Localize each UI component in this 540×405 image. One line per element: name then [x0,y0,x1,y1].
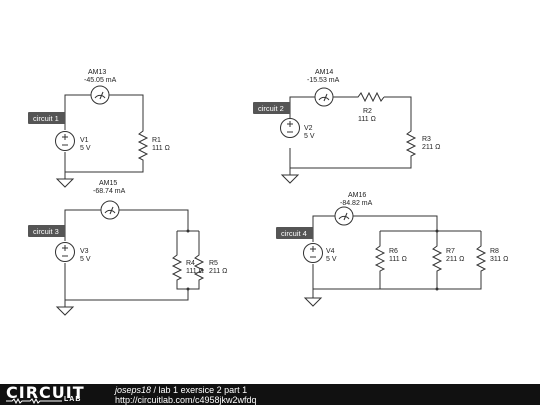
circuit-url[interactable]: http://circuitlab.com/c4958jkw2wfdq [115,395,257,405]
circuit-4: circuit 4 AM16 -84.82 mA V4 5 V R6 111 Ω… [276,192,508,307]
resistor-name: R1 [152,137,161,144]
circuit-tag[interactable]: circuit 4 [276,227,313,239]
resistor-name: R6 [389,248,398,255]
resistor-name: R4 [186,260,195,267]
resistor-value: 111 Ω [152,145,170,152]
circuit-tag-label: circuit 4 [281,229,307,238]
ground-symbol [56,302,74,316]
source-value: 5 V [326,256,337,263]
logo-wave-icon [6,398,62,404]
voltage-source-v2[interactable] [280,118,300,138]
resistor-r1[interactable] [137,127,149,163]
resistor-value: 311 Ω [490,256,508,263]
resistor-name: R5 [209,260,218,267]
meter-name: AM13 [88,69,106,76]
circuit-tag[interactable]: circuit 3 [28,225,65,237]
source-value: 5 V [80,145,91,152]
circuit-3: circuit 3 AM15 -68.74 mA V3 5 V R4 111 Ω… [28,180,227,316]
circuit-tag[interactable]: circuit 1 [28,112,65,124]
source-name: V2 [304,125,313,132]
voltage-source-v3[interactable] [55,242,75,262]
ground-symbol [304,293,322,307]
ammeter-am14[interactable] [310,87,338,107]
logo-sub-label: LAB [64,396,82,403]
resistor-value: 211 Ω [422,144,440,151]
meter-value: -84.82 mA [340,200,373,207]
circuit-1: circuit 1 AM13 -45.05 mA V1 5 V R1 111 Ω [28,69,170,188]
voltage-source-v4[interactable] [303,243,323,263]
ammeter-am13[interactable] [86,85,114,105]
source-value: 5 V [304,133,315,140]
circuit-tag[interactable]: circuit 2 [253,102,290,114]
voltage-source-v1[interactable] [55,131,75,151]
footer-info: joseps18 / lab 1 exersice 2 part 1 http:… [115,385,257,405]
ground-symbol [281,170,299,184]
meter-value: -68.74 mA [93,188,126,195]
meter-value: -45.05 mA [84,77,117,84]
circuit-tag-label: circuit 1 [33,114,59,123]
resistor-name: R2 [363,108,372,115]
footer-bar: CIRCUIT LAB joseps18 / lab 1 exersice 2 … [0,383,540,405]
circuit-tag-label: circuit 3 [33,227,59,236]
resistor-r2[interactable] [354,91,385,103]
circuitlab-logo[interactable]: CIRCUIT LAB [6,383,94,404]
author-link[interactable]: joseps18 [115,385,152,395]
meter-name: AM14 [315,69,333,76]
resistor-value: 111 Ω [186,268,204,275]
circuit-title[interactable]: lab 1 exersice 2 part 1 [158,385,248,395]
resistor-r6[interactable] [374,243,386,273]
resistor-r3[interactable] [405,127,417,159]
source-name: V1 [80,137,89,144]
source-name: V4 [326,248,335,255]
meter-name: AM15 [99,180,117,187]
footer-title-line: joseps18 / lab 1 exersice 2 part 1 [115,385,257,395]
resistor-r7[interactable] [431,243,443,273]
circuit-2: circuit 2 AM14 -15.53 mA R2 111 Ω V2 5 V… [253,69,440,184]
circuit-tag-label: circuit 2 [258,104,284,113]
schematic-canvas: circuit 1 AM13 -45.05 mA V1 5 V R1 111 Ω… [28,69,508,316]
resistor-name: R3 [422,136,431,143]
source-value: 5 V [80,256,91,263]
ground-symbol [56,174,74,188]
source-name: V3 [80,248,89,255]
title-separator: / [151,385,159,395]
resistor-value: 211 Ω [209,268,227,275]
resistor-r4[interactable] [171,252,183,282]
resistor-name: R7 [446,248,455,255]
meter-name: AM16 [348,192,366,199]
resistor-r8[interactable] [475,243,487,273]
resistor-value: 211 Ω [446,256,464,263]
resistor-value: 111 Ω [358,116,376,123]
resistor-r5[interactable] [193,252,205,282]
ammeter-am16[interactable] [330,206,358,226]
resistor-name: R8 [490,248,499,255]
resistor-value: 111 Ω [389,256,407,263]
logo-wordmark: CIRCUIT [6,383,85,402]
ammeter-am15[interactable] [96,200,124,220]
meter-value: -15.53 mA [307,77,340,84]
